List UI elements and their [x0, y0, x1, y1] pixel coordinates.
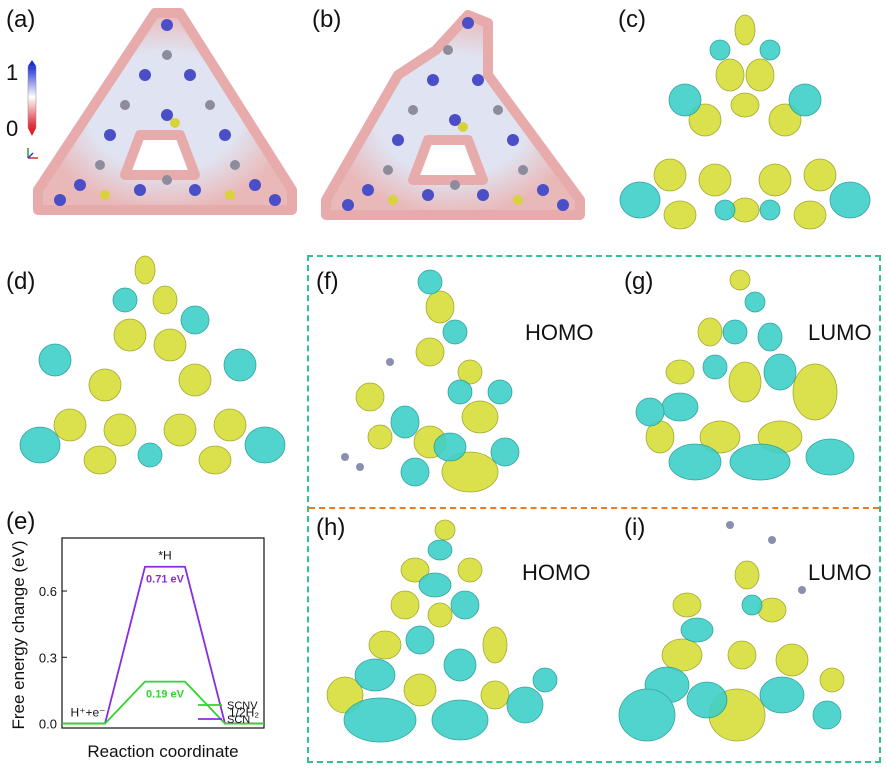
panel-label-c: (c): [618, 6, 646, 33]
orbital-divider: [309, 507, 879, 509]
state-label-2: 1/2H₂: [229, 706, 259, 720]
y-axis-label: Free energy change (eV): [9, 541, 28, 730]
y-tick-label-2: 0.6: [39, 584, 57, 599]
series-group: 0.71 eV 0.19 eV H⁺+e⁻ *H 1/2H₂: [62, 549, 264, 725]
panel-label-i: (i): [624, 514, 646, 541]
orbital-label-g: LUMO: [808, 320, 872, 345]
charge-density-c-image: [619, 14, 871, 230]
charge-density-d-image: [19, 255, 286, 475]
panel-label-h: (h): [316, 514, 346, 541]
chart-plot-frame: [61, 537, 265, 729]
series-line-scnv: [62, 680, 264, 725]
free-energy-chart: Free energy change (eV) Reaction coordin…: [9, 537, 265, 761]
y-tick-label-1: 0.3: [39, 650, 57, 665]
panel-label-f: (f): [316, 268, 339, 295]
panel-label-a: (a): [6, 6, 36, 33]
y-tick-label-0: 0.0: [39, 717, 57, 732]
orbital-label-i: LUMO: [808, 560, 872, 585]
orbital-frame: [307, 255, 881, 763]
orbital-label-f: HOMO: [525, 320, 594, 345]
orbital-label-h: HOMO: [522, 560, 591, 585]
molecule-a-image: [33, 8, 297, 215]
legend-label-scn: SCN: [227, 714, 250, 726]
orbital-g-image: [635, 269, 855, 481]
molecule-b-image: [321, 10, 585, 220]
colorbar: [27, 60, 38, 159]
orbital-f-image: [341, 269, 520, 493]
panel-label-d: (d): [6, 268, 36, 295]
orbital-h-image: [326, 519, 558, 743]
x-axis-label: Reaction coordinate: [87, 742, 238, 761]
legend-label-scnv: SCNV: [227, 700, 258, 712]
colorbar-min: 0: [6, 116, 19, 141]
axis-triad-icon: [27, 148, 38, 159]
panel-label-e: (e): [6, 508, 36, 535]
panel-label-b: (b): [312, 6, 342, 33]
orbital-i-image: [618, 521, 845, 742]
panel-label-g: (g): [624, 268, 654, 295]
data-label-scn: 0.71 eV: [146, 574, 185, 586]
state-label-0: H⁺+e⁻: [70, 706, 105, 720]
legend: SCNV SCN: [198, 700, 258, 726]
data-label-scnv: 0.19 eV: [146, 689, 185, 701]
colorbar-max: 1: [6, 60, 19, 85]
state-label-1: *H: [158, 549, 171, 563]
y-ticks: 0.0 0.3 0.6: [39, 584, 67, 732]
